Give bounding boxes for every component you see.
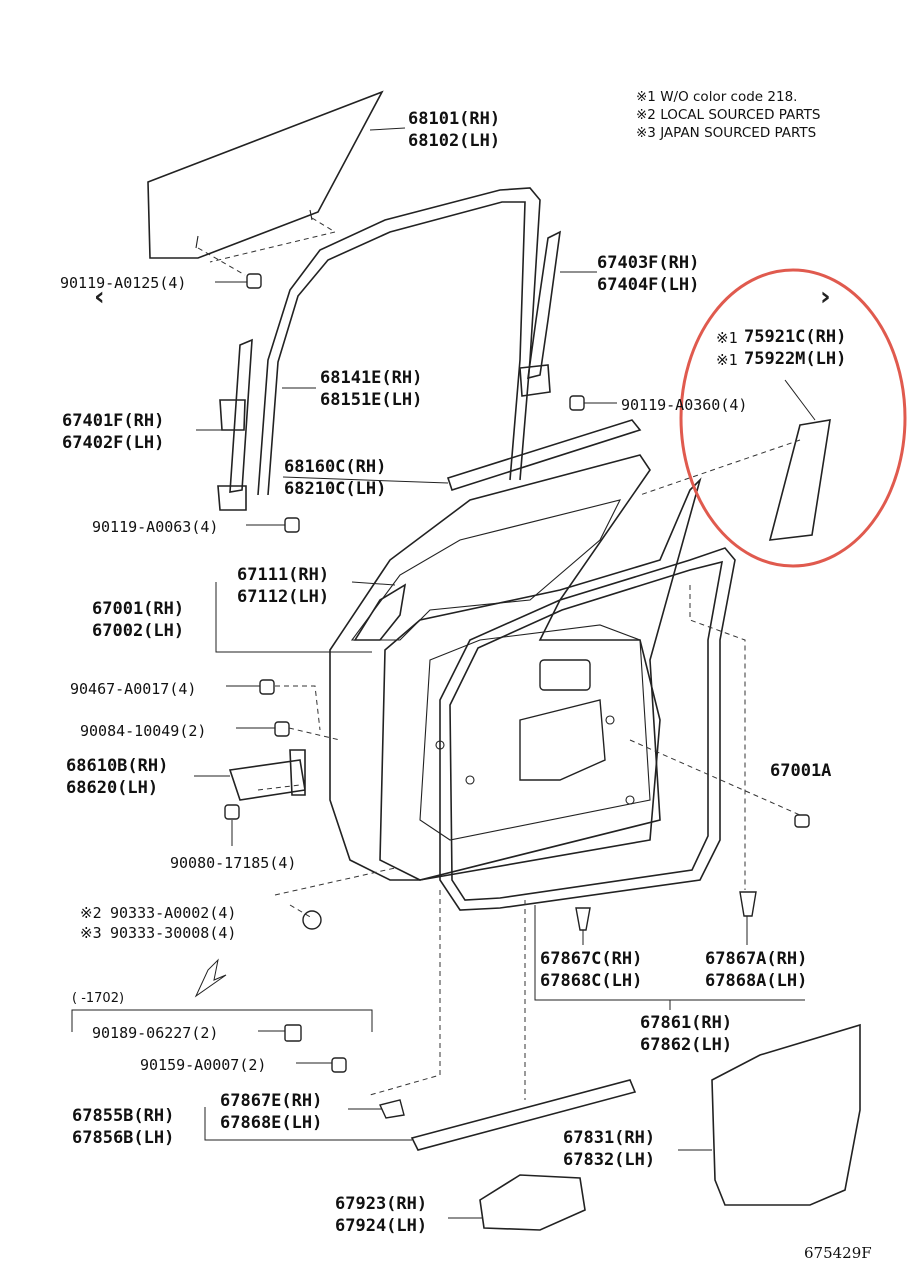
label-67002[interactable]: 67002(LH) <box>92 621 185 641</box>
clip-67867e[interactable] <box>379 1099 405 1119</box>
label-67403f[interactable]: 67403F(RH) <box>597 253 700 273</box>
label-68102[interactable]: 68102(LH) <box>408 131 501 151</box>
label-90467[interactable]: 90467-A0017(4) <box>70 680 197 698</box>
label-67868e[interactable]: 67868E(LH) <box>220 1113 323 1133</box>
label-90084[interactable]: 90084-10049(2) <box>80 722 207 740</box>
label-range: ( -1702) <box>72 991 125 1006</box>
dashed-guides <box>257 585 801 1100</box>
label-90333b[interactable]: 90333-30008(4) <box>110 924 237 942</box>
door-check-68610b[interactable] <box>228 749 306 801</box>
label-67402f[interactable]: 67402F(LH) <box>62 433 165 453</box>
label-67401f[interactable]: 67401F(RH) <box>62 411 165 431</box>
label-67856b[interactable]: 67856B(LH) <box>72 1128 175 1148</box>
label-90189[interactable]: 90189-06227(2) <box>92 1024 219 1042</box>
mark-75922m: ※1 <box>716 351 738 369</box>
label-90080[interactable]: 90080-17185(4) <box>170 854 297 872</box>
bolt-90119-a0125[interactable] <box>215 273 262 289</box>
label-90119-a0063[interactable]: 90119-A0063(4) <box>92 518 219 536</box>
glass-run-channel[interactable] <box>257 187 541 496</box>
rear-channel-67403f[interactable] <box>519 230 561 397</box>
label-67832[interactable]: 67832(LH) <box>563 1150 656 1170</box>
label-67112[interactable]: 67112(LH) <box>237 587 330 607</box>
bolt-90467[interactable] <box>259 679 275 695</box>
note-2: ※2 LOCAL SOURCED PARTS <box>636 107 821 123</box>
note-1: ※1 W/O color code 218. <box>636 89 798 105</box>
belt-weatherstrip-68160c[interactable] <box>446 419 642 492</box>
service-hole-cover-67831[interactable] <box>711 1023 861 1206</box>
leader-lines <box>71 127 805 1219</box>
bolt-90084[interactable] <box>274 721 290 737</box>
plug-67001a[interactable] <box>794 814 810 828</box>
label-68210c[interactable]: 68210C(LH) <box>284 479 387 499</box>
label-67867a[interactable]: 67867A(RH) <box>705 949 808 969</box>
label-68610b[interactable]: 68610B(RH) <box>66 756 169 776</box>
clip-67867c[interactable] <box>575 907 591 931</box>
label-67924[interactable]: 67924(LH) <box>335 1216 428 1236</box>
mark-90333a: ※2 <box>80 904 102 922</box>
label-67111[interactable]: 67111(RH) <box>237 565 330 585</box>
label-67001a[interactable]: 67001A <box>770 761 832 781</box>
label-67867c[interactable]: 67867C(RH) <box>540 949 643 969</box>
nut-90080[interactable] <box>224 804 240 820</box>
label-75921c[interactable]: 75921C(RH) <box>744 327 847 347</box>
label-67868a[interactable]: 67868A(LH) <box>705 971 808 991</box>
note-3: ※3 JAPAN SOURCED PARTS <box>636 125 817 141</box>
mark-90333b: ※3 <box>80 924 102 942</box>
label-67404f[interactable]: 67404F(LH) <box>597 275 700 295</box>
bolt-90119-a0063[interactable] <box>284 517 300 533</box>
label-67861[interactable]: 67861(RH) <box>640 1013 733 1033</box>
figure-id: 675429F <box>804 1244 872 1262</box>
label-90119-a0360[interactable]: 90119-A0360(4) <box>621 396 748 414</box>
mark-75921c: ※1 <box>716 329 738 347</box>
label-67923[interactable]: 67923(RH) <box>335 1194 428 1214</box>
door-glass[interactable] <box>147 90 384 276</box>
label-67831[interactable]: 67831(RH) <box>563 1128 656 1148</box>
bolt-90119-a0360[interactable] <box>569 395 585 411</box>
front-channel-67401f[interactable] <box>217 338 253 511</box>
door-weatherstrip-67861[interactable] <box>439 547 736 911</box>
label-67855b[interactable]: 67855B(RH) <box>72 1106 175 1126</box>
bolt-90159[interactable] <box>331 1057 347 1073</box>
pillar-garnish-75921c[interactable] <box>639 379 831 541</box>
label-68141e[interactable]: 68141E(RH) <box>320 368 423 388</box>
pad-67923[interactable] <box>479 1174 586 1231</box>
label-90119-a0125[interactable]: 90119-A0125(4) <box>60 274 187 292</box>
label-68151e[interactable]: 68151E(LH) <box>320 390 423 410</box>
door-frame-trim-67111[interactable] <box>353 583 407 641</box>
clip-67867a[interactable] <box>739 891 757 917</box>
prev-arrow-icon[interactable]: ‹ <box>94 282 105 312</box>
label-68101[interactable]: 68101(RH) <box>408 109 501 129</box>
label-68620[interactable]: 68620(LH) <box>66 778 159 798</box>
label-67001[interactable]: 67001(RH) <box>92 599 185 619</box>
next-arrow-icon[interactable]: › <box>820 282 831 312</box>
hole-plug-90333[interactable] <box>302 910 322 930</box>
label-90333a[interactable]: 90333-A0002(4) <box>110 904 237 922</box>
label-90159[interactable]: 90159-A0007(2) <box>140 1056 267 1074</box>
bracket-90189[interactable] <box>284 1024 302 1042</box>
label-75922m[interactable]: 75922M(LH) <box>744 349 847 369</box>
label-68160c[interactable]: 68160C(RH) <box>284 457 387 477</box>
label-67868c[interactable]: 67868C(LH) <box>540 971 643 991</box>
door-shell[interactable] <box>329 454 702 881</box>
label-67867e[interactable]: 67867E(RH) <box>220 1091 323 1111</box>
door-moulding-67855b[interactable] <box>410 1079 637 1151</box>
label-67862[interactable]: 67862(LH) <box>640 1035 733 1055</box>
highlight-circle <box>679 268 907 568</box>
